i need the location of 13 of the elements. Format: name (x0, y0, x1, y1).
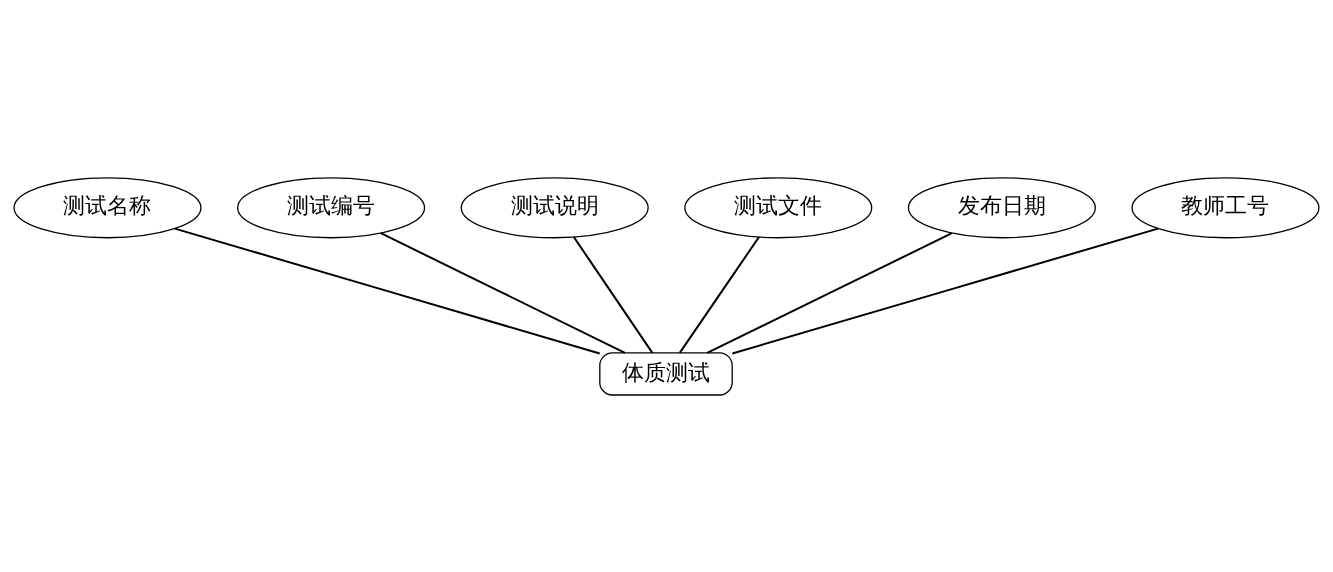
node-ellipse: 测试编号 (237, 176, 426, 238)
node-ellipse: 教师工号 (1131, 176, 1320, 238)
node-ellipse: 测试名称 (13, 176, 202, 238)
node-ellipse: 测试说明 (460, 176, 649, 238)
node-ellipse: 发布日期 (907, 176, 1096, 238)
connector (174, 227, 600, 354)
node-ellipse: 测试文件 (684, 176, 873, 238)
connector (678, 235, 760, 353)
connector (706, 231, 953, 354)
connector (573, 235, 654, 353)
connector (380, 231, 626, 354)
node-box: 体质测试 (599, 351, 733, 396)
connector (732, 227, 1159, 354)
